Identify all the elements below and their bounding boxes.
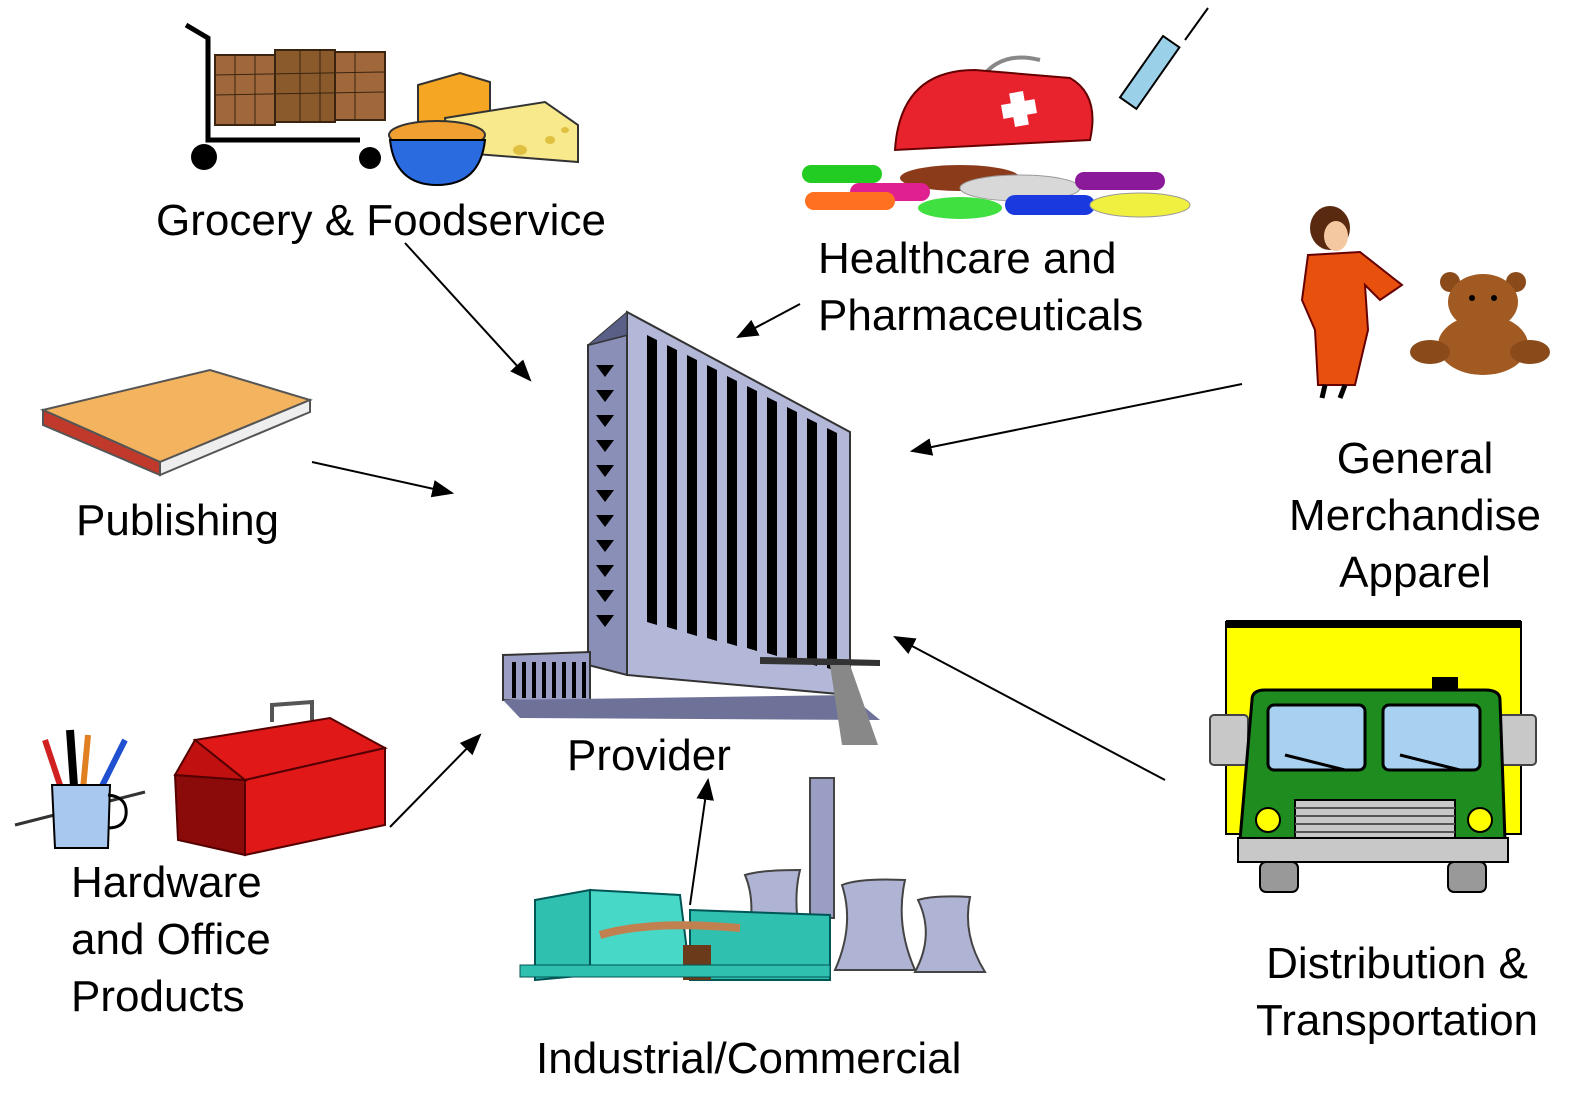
healthcare-label-line-2: Pharmaceuticals	[818, 291, 1144, 340]
merchandise-label: General Merchandise Apparel	[1270, 430, 1560, 601]
arrow-publishing	[311, 461, 455, 498]
syringe-icon	[1118, 7, 1209, 111]
woman-figure-icon	[1300, 206, 1404, 399]
arrow-merchandise	[909, 383, 1243, 456]
arrow-industrial	[689, 777, 714, 906]
office-building-icon	[502, 310, 880, 745]
merchandise-label-line-2: Merchandise	[1289, 491, 1541, 540]
arrow-distribution	[893, 635, 1166, 781]
distribution-label-line-2: Transportation	[1255, 996, 1539, 1045]
arrow-grocery	[404, 242, 532, 382]
pills-icon	[802, 165, 1191, 219]
hardware-label-line-3: Products	[71, 972, 245, 1021]
hardware-label: Hardware and Office Products	[71, 854, 271, 1025]
teddy-bear-icon	[1410, 272, 1550, 375]
healthcare-label: Healthcare and Pharmaceuticals	[818, 230, 1143, 344]
distribution-label-line-1: Distribution &	[1266, 939, 1528, 988]
arrows	[311, 242, 1243, 906]
book-icon	[39, 368, 313, 477]
healthcare-label-line-1: Healthcare and	[818, 234, 1117, 283]
hardware-label-line-2: and Office	[71, 915, 271, 964]
hardware-label-line-1: Hardware	[71, 858, 262, 907]
industrial-label: Industrial/Commercial	[536, 1034, 962, 1083]
merchandise-label-line-1: General	[1336, 434, 1494, 483]
shopping-cart-icon	[184, 22, 386, 170]
arrow-hardware	[389, 733, 482, 828]
grocery-label: Grocery & Foodservice	[156, 196, 606, 245]
merchandise-label-line-3: Apparel	[1339, 548, 1491, 597]
medical-bag-icon	[893, 55, 1094, 152]
toolbox-icon	[173, 699, 388, 857]
distribution-label: Distribution & Transportation	[1238, 935, 1556, 1049]
food-bowl-icon	[388, 120, 487, 187]
arrow-healthcare	[736, 303, 801, 339]
provider-label: Provider	[567, 731, 731, 780]
power-plant-icon	[519, 777, 987, 982]
pencil-cup-icon	[14, 729, 146, 849]
truck-icon	[1209, 620, 1537, 893]
publishing-label: Publishing	[76, 496, 280, 545]
